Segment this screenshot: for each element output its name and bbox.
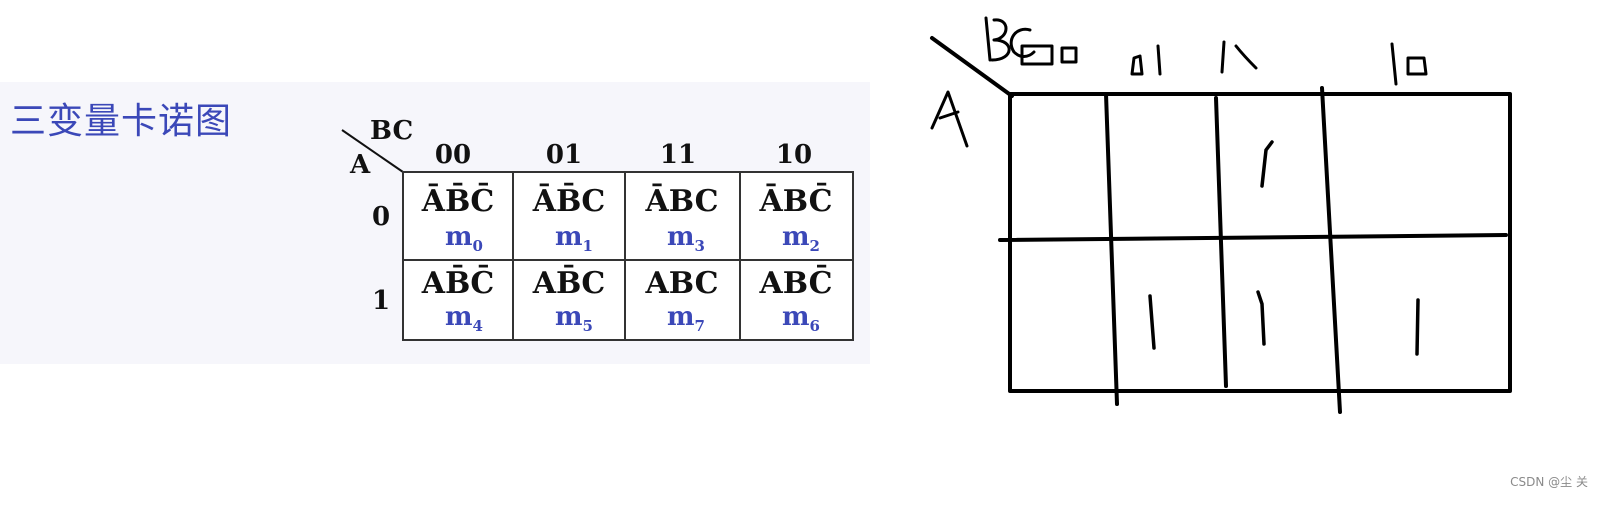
corner-diagonal [341,129,404,173]
hand-grid-border [1008,92,1512,393]
hand-col-header-01 [1130,44,1162,76]
minterm-label: m1 [555,222,593,256]
row-var-label: A [350,150,371,180]
hand-mark-1 [1415,298,1420,356]
hand-mark-1 [1148,294,1156,350]
hand-mark-1 [1256,290,1266,346]
cell-term: AB̄C̄ [421,266,495,301]
hand-corner-diagonal [930,36,1014,98]
hand-row-var-A [930,90,969,148]
cell-term: AB̄C [532,266,606,301]
cell-term: ĀB̄C̄ [421,184,495,219]
minterm-label: m3 [667,222,705,256]
minterm-label: m6 [782,302,820,336]
row-header: 0 [372,202,391,232]
cell-term: ĀBC̄ [759,184,833,219]
col-var-label: BC [370,116,414,146]
cell-term: ĀBC [645,184,719,219]
hand-col-header-10 [1390,42,1428,86]
minterm-label: m2 [782,222,820,256]
row-header: 1 [372,286,391,316]
hand-grid-line [998,233,1508,242]
hand-col-var-B [984,16,1011,62]
page-title: 三变量卡诺图 [10,101,233,142]
hand-grid-line [1214,96,1228,388]
hand-col-header-11 [1220,40,1258,74]
grid-border [402,171,854,341]
minterm-label: m7 [667,302,705,336]
hand-mark-1 [1260,140,1274,188]
minterm-label: m0 [445,222,483,256]
watermark: CSDN @尘 关 [1510,475,1588,489]
hand-grid-line [1104,92,1119,406]
minterm-label: m4 [445,302,483,336]
hand-col-var-C [1009,27,1036,58]
minterm-label: m5 [555,302,593,336]
hand-col-header-00 [1020,44,1078,66]
col-header: 11 [659,140,697,170]
cell-term: ĀB̄C [532,184,606,219]
cell-term: ABC̄ [759,266,833,301]
col-header: 01 [545,140,583,170]
col-header: 00 [434,140,472,170]
cell-term: ABC [645,266,719,301]
col-header: 10 [775,140,813,170]
hand-grid-line [1320,86,1342,414]
